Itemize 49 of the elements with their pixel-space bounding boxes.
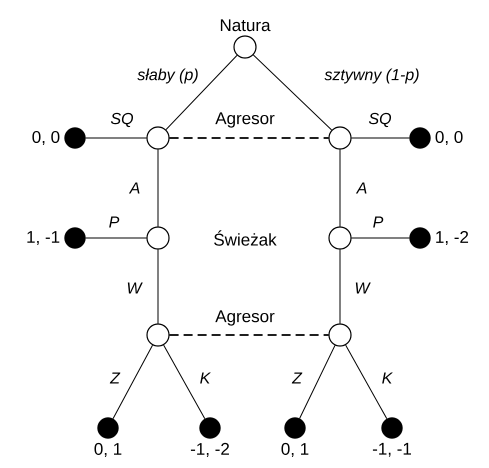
info-set-line <box>170 334 328 336</box>
player-label: Agresor <box>215 112 274 128</box>
terminal-node: -1, -2 <box>190 417 229 457</box>
edge-label: P <box>109 216 120 228</box>
branch-line <box>166 54 238 130</box>
decision-node <box>328 323 352 347</box>
node-label: -1, -2 <box>190 442 229 457</box>
node-label: 1, -2 <box>436 230 468 246</box>
node-label: 0, 1 <box>94 442 122 457</box>
node-label: Natura <box>220 19 271 32</box>
player-label: Świeżak <box>214 230 277 246</box>
terminal-node: 0, 1 <box>281 417 308 457</box>
node-label: -1, -1 <box>372 442 412 457</box>
terminal-node: 0, 0 <box>409 127 463 149</box>
branch-line <box>252 54 332 130</box>
edge-label: K <box>382 372 393 384</box>
decision-node: Natura <box>220 19 271 59</box>
decision-node <box>146 323 170 347</box>
info-set-line <box>170 137 328 139</box>
terminal-node: -1, -1 <box>372 417 411 457</box>
node-label: 0, 0 <box>436 130 463 146</box>
branch-line <box>299 344 336 419</box>
edge-label: słaby (p) <box>137 68 198 84</box>
decision-node <box>146 226 170 250</box>
terminal-node: 0, 0 <box>32 127 86 149</box>
edge-label: Z <box>110 372 120 384</box>
terminal-node: 1, -2 <box>409 227 468 249</box>
node-label: 0, 0 <box>32 130 60 146</box>
edge-label: SQ <box>110 112 134 128</box>
edge-label: W <box>356 282 371 294</box>
edge-label: SQ <box>368 112 392 128</box>
edge-label: A <box>356 182 366 194</box>
edge-label: W <box>128 282 143 294</box>
player-label: Agresor <box>215 310 274 326</box>
branch-line <box>345 344 388 420</box>
node-label: 1, -1 <box>27 231 60 245</box>
edge-label: A <box>128 182 140 194</box>
edge-label: P <box>373 216 384 228</box>
branch-line <box>163 344 206 420</box>
decision-node <box>328 226 352 250</box>
branch-line <box>112 344 153 420</box>
decision-node <box>146 126 170 150</box>
terminal-node: 0, 1 <box>94 417 122 457</box>
terminal-node: 1, -1 <box>27 227 86 249</box>
decision-node <box>328 126 352 150</box>
node-label: 0, 1 <box>281 442 308 457</box>
edge-label: K <box>200 372 211 384</box>
edge-label: sztywny (1-p) <box>324 68 419 84</box>
edge-label: Z <box>292 372 302 384</box>
